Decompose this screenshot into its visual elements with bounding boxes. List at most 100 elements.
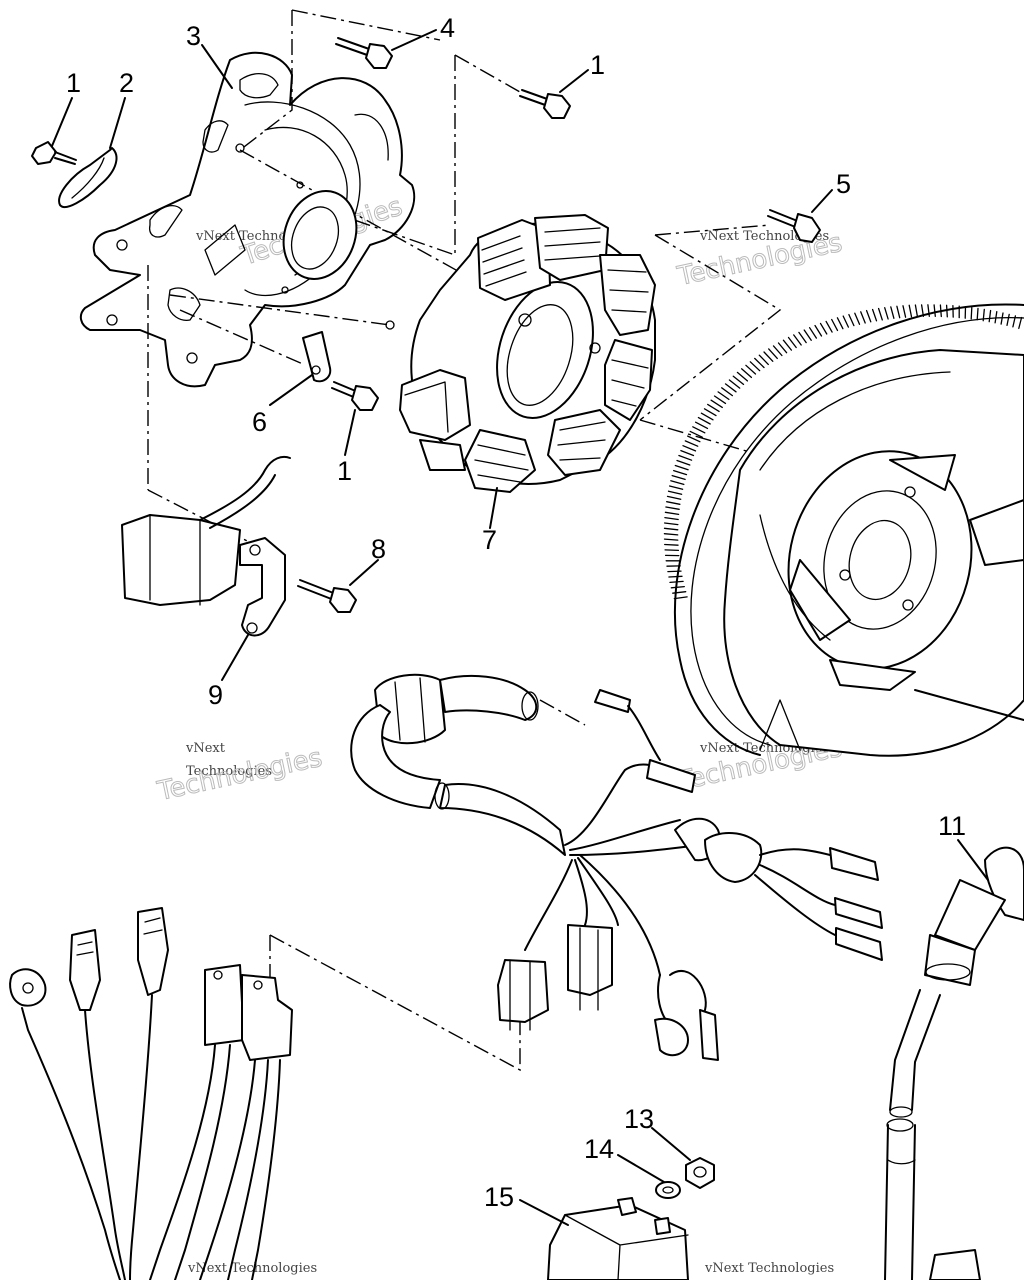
gear-tooth xyxy=(758,354,769,366)
gear-tooth xyxy=(982,308,985,322)
gear-tooth xyxy=(668,485,684,490)
gear-tooth xyxy=(1018,316,1023,330)
gear-tooth xyxy=(1000,312,1004,325)
screw-1c xyxy=(331,381,379,411)
gear-tooth xyxy=(848,313,855,327)
callout-13: 13 xyxy=(624,1104,654,1134)
pickup-coil xyxy=(121,455,291,637)
gear-tooth xyxy=(665,506,680,510)
gear-tooth xyxy=(700,412,714,421)
gear-tooth xyxy=(836,317,844,330)
gear-tooth xyxy=(667,570,682,573)
gear-tooth xyxy=(884,307,889,320)
callout-numbers: 1 2 3 4 1 5 6 1 7 8 9 11 13 14 15 xyxy=(66,13,966,1212)
gear-tooth xyxy=(754,357,765,369)
washer xyxy=(655,1181,681,1199)
gear-tooth xyxy=(1006,313,1010,327)
callout-6: 6 xyxy=(252,407,267,437)
gear-tooth xyxy=(814,324,823,337)
gear-tooth xyxy=(798,331,807,344)
gear-tooth xyxy=(728,379,741,389)
gear-tooth xyxy=(669,580,684,584)
gear-tooth xyxy=(825,320,833,333)
gear-tooth xyxy=(674,464,689,471)
gear-tooth xyxy=(687,435,701,443)
gear-tooth xyxy=(745,364,757,375)
gear-tooth xyxy=(877,307,883,321)
gear-tooth xyxy=(860,311,866,324)
gear-tooth xyxy=(914,304,919,318)
callout-8: 8 xyxy=(371,534,386,564)
gear-tooth xyxy=(988,309,992,323)
gear-tooth xyxy=(787,336,797,349)
gear-tooth xyxy=(710,399,723,409)
gear-tooth xyxy=(663,527,679,531)
gear-tooth xyxy=(664,516,679,521)
gear-tooth xyxy=(664,511,680,516)
gear-tooth xyxy=(777,342,788,354)
gear-tooth xyxy=(673,469,688,476)
watermark-7: Technologies xyxy=(154,743,325,807)
callout-1-middle: 1 xyxy=(337,456,352,486)
callout-7: 7 xyxy=(482,525,497,555)
gear-tooth xyxy=(732,375,745,386)
gear-tooth xyxy=(945,304,948,318)
stator xyxy=(399,214,656,493)
gear-tooth xyxy=(666,495,682,500)
wire-clip xyxy=(58,147,118,208)
gear-tooth xyxy=(842,315,850,328)
gear-tooth xyxy=(664,543,679,546)
gear-tooth xyxy=(890,306,895,319)
gear-tooth xyxy=(865,309,872,323)
screw-1b xyxy=(519,89,571,119)
callout-leaders xyxy=(51,29,989,1226)
gear-tooth xyxy=(740,368,753,379)
gear-tooth xyxy=(663,533,679,536)
gear-tooth xyxy=(896,305,901,319)
gear-tooth xyxy=(939,304,942,318)
gear-tooth xyxy=(671,474,686,481)
watermark-11: vNext Technologies xyxy=(704,1261,834,1276)
gear-tooth xyxy=(871,308,878,322)
gear-tooth xyxy=(670,480,685,486)
gear-tooth xyxy=(697,416,711,425)
gear-tooth xyxy=(782,339,793,351)
callout-4: 4 xyxy=(440,13,455,43)
solenoid xyxy=(547,1197,689,1280)
wire-leads xyxy=(9,907,293,1280)
screw-4 xyxy=(335,37,393,69)
gear-tooth xyxy=(772,345,783,357)
gear-tooth xyxy=(670,585,685,589)
gear-tooth xyxy=(793,334,802,346)
gear-tooth xyxy=(927,304,930,317)
gear-tooth xyxy=(676,459,691,466)
nut xyxy=(685,1157,715,1189)
gear-tooth xyxy=(831,318,839,332)
gear-tooth xyxy=(703,408,717,417)
spark-plug-lead xyxy=(884,846,1024,1280)
gear-tooth xyxy=(976,307,979,321)
gear-tooth xyxy=(707,403,720,413)
callout-14: 14 xyxy=(584,1134,614,1164)
gear-tooth xyxy=(680,449,695,457)
gear-tooth xyxy=(667,490,683,495)
callout-3: 3 xyxy=(186,21,201,51)
gear-tooth xyxy=(920,304,925,317)
gear-tooth xyxy=(664,549,680,552)
gear-tooth xyxy=(933,304,936,317)
gear-tooth xyxy=(689,430,703,438)
stator-coils xyxy=(399,214,656,493)
gear-tooth xyxy=(721,387,734,397)
gear-tooth xyxy=(803,329,812,341)
gear-tooth xyxy=(994,310,998,324)
gear-tooth xyxy=(763,351,774,362)
gear-tooth xyxy=(717,391,730,401)
gear-tooth xyxy=(684,440,699,447)
gear-tooth xyxy=(808,327,818,339)
gear-tooth xyxy=(970,306,973,320)
gear-tooth xyxy=(663,522,679,526)
gear-tooth xyxy=(908,304,913,318)
screw-1a xyxy=(31,141,77,165)
gear-tooth xyxy=(1012,315,1017,328)
gear-tooth xyxy=(724,383,737,393)
